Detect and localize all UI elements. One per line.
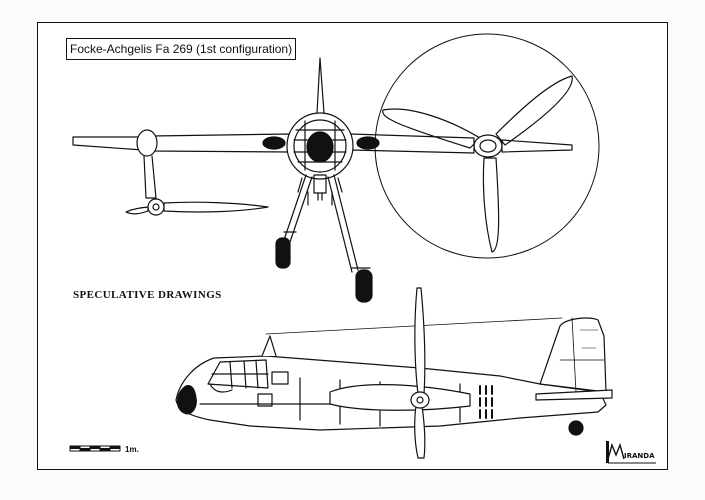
tail-fin-side	[539, 317, 607, 393]
tail-wheel	[568, 420, 584, 436]
vertical-fin	[316, 57, 325, 114]
left-nacelle	[136, 129, 158, 157]
scale-bar	[69, 445, 121, 452]
radiator-slots	[479, 385, 493, 419]
front-view	[72, 33, 600, 303]
left-wingtip	[72, 136, 144, 151]
landing-gear-front	[275, 174, 373, 303]
drawing-title: Focke-Achgelis Fa 269 (1st configuration…	[66, 38, 297, 60]
svg-text:IRANDA: IRANDA	[624, 452, 655, 460]
proprotor-blades	[382, 75, 573, 253]
side-view	[175, 287, 613, 459]
artist-signature-logo: IRANDA	[606, 441, 656, 464]
right-wingtip	[501, 139, 573, 153]
left-folded-rotor	[125, 198, 269, 216]
speculative-caption: SPECULATIVE DRAWINGS	[73, 289, 222, 301]
intake-dark	[306, 131, 334, 163]
cockpit-canopy	[207, 359, 269, 393]
scale-label: 1m.	[125, 445, 139, 454]
nacelle-side	[329, 384, 471, 411]
nose-cone	[176, 385, 197, 415]
proprotor-side	[410, 287, 430, 459]
